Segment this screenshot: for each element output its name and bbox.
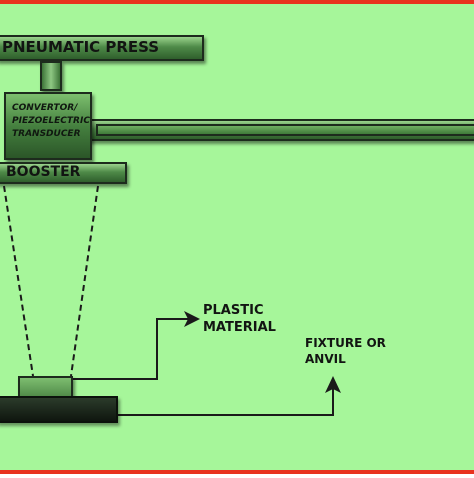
fixture-anvil-label-line: ANVIL <box>305 352 346 366</box>
press-connector-rod <box>40 61 62 91</box>
fixture-anvil-label: FIXTURE OR ANVIL <box>305 335 386 367</box>
dashed-guide-left <box>3 185 34 377</box>
convertor-label: CONVERTOR/ PIEZOELECTRIC TRANSDUCER <box>12 102 90 141</box>
fixture-anvil-label-line: FIXTURE OR <box>305 336 386 350</box>
plastic-material-pointer <box>72 318 188 380</box>
dashed-guide-right <box>70 185 99 377</box>
transducer-cable-inner <box>96 124 474 136</box>
booster-label: BOOSTER <box>6 164 81 180</box>
plastic-material-label-line: MATERIAL <box>203 320 276 335</box>
plastic-material-arrowhead <box>184 311 200 327</box>
convertor-transducer-box <box>4 92 92 160</box>
connector-lines <box>3 185 341 416</box>
fixture-pointer <box>118 389 334 416</box>
plastic-material-label: PLASTIC MATERIAL <box>203 302 276 336</box>
convertor-label-line: CONVERTOR/ <box>12 103 78 113</box>
pneumatic-press-label: PNEUMATIC PRESS <box>2 38 160 56</box>
convertor-label-line: TRANSDUCER <box>12 129 81 139</box>
plastic-material-label-line: PLASTIC <box>203 303 264 318</box>
fixture-anvil-block <box>0 396 118 423</box>
fixture-arrowhead <box>325 376 341 393</box>
pneumatic-press-bar <box>0 35 204 61</box>
convertor-label-line: PIEZOELECTRIC <box>12 116 90 126</box>
booster-bar <box>0 162 127 184</box>
